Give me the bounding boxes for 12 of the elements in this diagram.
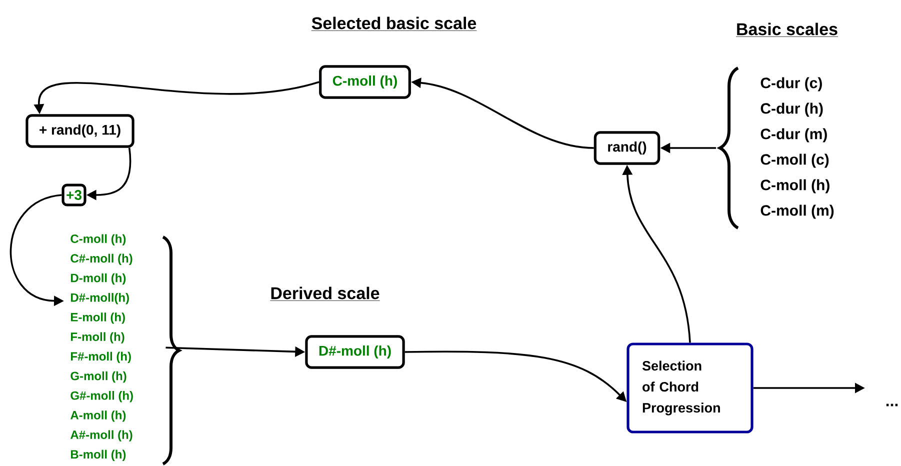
process-box: +3: [62, 184, 86, 206]
process-box: Selection of Chord Progression: [626, 342, 754, 434]
heading: Derived scale: [270, 286, 380, 301]
heading: Basic scales: [736, 22, 838, 37]
scale-list: C-dur (c) C-dur (h) C-dur (m) C-moll (c) C-moll (h) C-moll (m): [760, 77, 834, 219]
process-box: D#-moll (h): [305, 335, 405, 369]
process-box: rand(): [594, 131, 660, 165]
heading: Selected basic scale: [311, 16, 477, 31]
ellipsis: ...: [886, 404, 898, 406]
scale-list: C-moll (h) C#-moll (h) D-moll (h) D#-moll(h) E-moll (h) F-moll (h) F#-moll (h) G-moll (h) G#-moll (h) A-moll (h) A#-moll (h) B-moll (h): [70, 234, 133, 461]
process-box: + rand(0, 11): [26, 114, 134, 148]
process-box: C-moll (h): [319, 65, 411, 99]
